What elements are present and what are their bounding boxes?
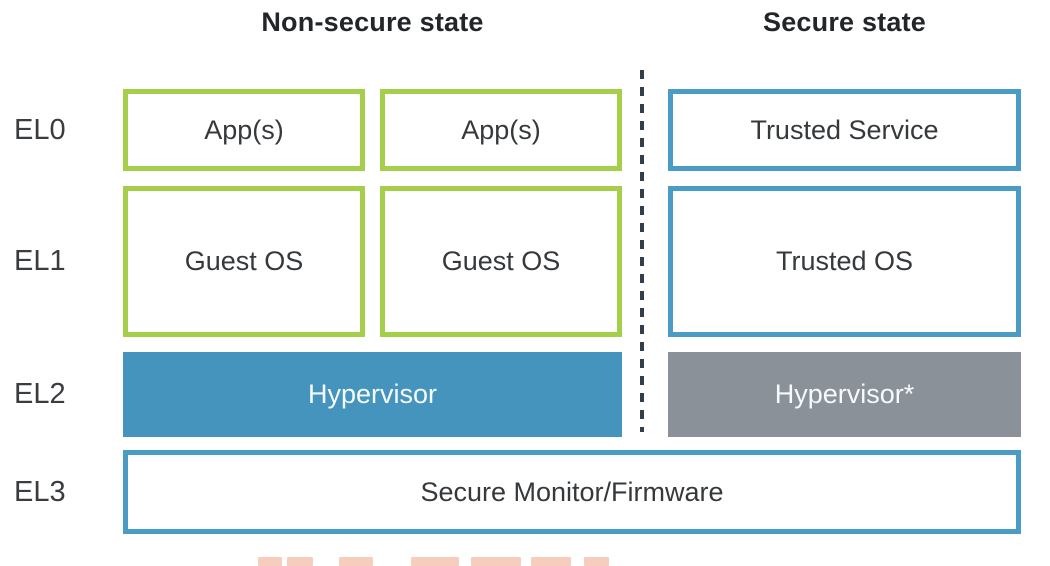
el2-label: EL2 [14, 378, 66, 410]
state-divider-dashed-line [640, 70, 644, 432]
el2-secure-hypervisor-box: Hypervisor* [668, 352, 1021, 437]
el0-label: EL0 [14, 113, 66, 146]
el0-trusted-service-box: Trusted Service [668, 89, 1021, 171]
el0-app-box-2: App(s) [380, 89, 622, 171]
watermark-fragment [339, 557, 373, 566]
watermark-fragment [287, 557, 313, 566]
el3-secure-monitor-box: Secure Monitor/Firmware [123, 450, 1021, 534]
el2-hypervisor-box: Hypervisor [123, 352, 622, 437]
el1-label: EL1 [14, 245, 66, 277]
watermark-fragment [258, 557, 282, 566]
el0-app-box-1: App(s) [123, 89, 365, 171]
watermark-fragment [531, 557, 571, 566]
non-secure-state-header: Non-secure state [261, 7, 484, 37]
el3-label: EL3 [14, 475, 66, 508]
watermark-fragment [411, 557, 459, 566]
watermark-fragment [584, 557, 609, 566]
secure-state-header: Secure state [763, 7, 926, 37]
watermark-fragment [471, 557, 521, 566]
el1-guest-os-box-2: Guest OS [380, 186, 622, 337]
clipped-watermark-text [258, 557, 609, 566]
el1-guest-os-box-1: Guest OS [123, 186, 365, 337]
el1-trusted-os-box: Trusted OS [668, 186, 1021, 337]
